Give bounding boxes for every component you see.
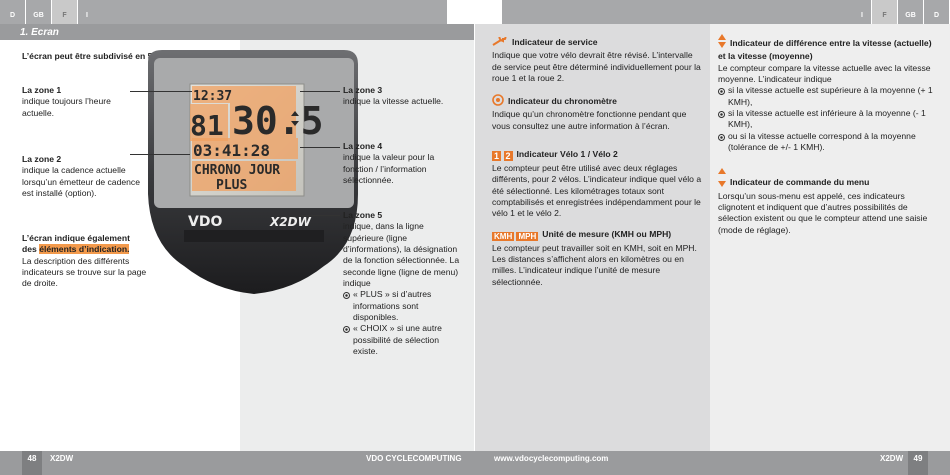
service-text: Indique que votre vélo devrait être révi…: [492, 50, 701, 84]
indicators-title-highlight: éléments d’indication.: [39, 244, 130, 255]
menu-title: Indicateur de commande du menu: [730, 177, 870, 188]
leader-zone3: [300, 91, 340, 92]
device-speed: 30.5: [232, 99, 324, 143]
speed-diff-text: Le compteur compare la vitesse actuelle …: [718, 62, 931, 85]
lang-tab-d-right[interactable]: D: [924, 0, 950, 24]
speed-diff-indicator: Indicateur de différence entre la vitess…: [718, 34, 940, 153]
menu-text: Lorsqu’un sous-menu est appelé, ces indi…: [718, 190, 928, 235]
right-panel-2: [710, 24, 950, 451]
zone3-text: indique la vitesse actuelle.: [343, 96, 444, 107]
bike-2-icon: 2: [503, 151, 513, 161]
kmh-icon: KMH: [492, 232, 515, 241]
intro-text: L’écran peut être subdivisé en 5 zones :: [22, 51, 185, 61]
bike-title: Indicateur Vélo 1 / Vélo 2: [516, 149, 618, 159]
right-panel-1: [475, 24, 710, 451]
device-time: 12:37: [193, 89, 232, 104]
menu-up-arrow-icon: [718, 166, 940, 177]
zone2-desc: La zone 2 indique la cadence actuelle lo…: [22, 154, 147, 199]
unit-title: Unité de mesure (KMH ou MPH): [542, 229, 672, 239]
speed-diff-bullet-above: si la vitesse actuelle est supérieure à …: [718, 85, 940, 108]
device-cadence: 81: [190, 109, 224, 142]
indicators-note: L’écran indique également des éléments d…: [22, 233, 147, 290]
language-tabs-left: D GB F I: [0, 0, 448, 24]
device-brand: VDO: [188, 214, 222, 230]
zone5-title: La zone 5: [343, 210, 383, 220]
zone4-title: La zone 4: [343, 141, 383, 151]
indicators-title-b: des: [22, 244, 37, 255]
zone5-bullet-plus: « PLUS » si d’autres informations sont d…: [343, 289, 463, 323]
chrono-indicator: Indicateur du chronomètre Indique qu’un …: [492, 94, 702, 132]
zone2-text: indique la cadence actuelle lorsqu’un ém…: [22, 165, 141, 199]
service-indicator: Indicateur de service Indique que votre …: [492, 33, 702, 84]
lang-tab-f-right[interactable]: F: [872, 0, 898, 24]
zone1-text: indique toujours l’heure actuelle.: [22, 96, 111, 118]
top-header: D GB F I I F GB D: [0, 0, 950, 24]
zone3-title: La zone 3: [343, 85, 383, 95]
bike-1-2-icon: 1 2: [492, 151, 513, 163]
section-title: 1. Ecran: [0, 24, 474, 40]
device-svg: 12:37 81 30.5 03:41:28 CHRONO JOUR PLUS …: [148, 50, 358, 294]
leader-zone4: [300, 147, 340, 148]
chrono-text: Indique qu’un chronomètre fonctionne pen…: [492, 109, 687, 131]
leader-zone5: [300, 215, 340, 216]
indicators-text: La description des différents indicateur…: [22, 255, 147, 289]
kmh-mph-icon: KMH MPH: [492, 232, 539, 243]
speed-diff-title: Indicateur de différence entre la vitess…: [718, 38, 932, 62]
footer-brand: VDO CYCLECOMPUTING: [366, 454, 462, 463]
stopwatch-icon: [492, 94, 504, 109]
page-number-left: 48: [27, 454, 37, 463]
device-sub: PLUS: [216, 178, 247, 193]
page-number-right-box: [908, 451, 928, 475]
unit-text: Le compteur peut travailler soit en KMH,…: [492, 242, 697, 287]
wrench-icon: [492, 33, 508, 50]
bike-indicator: 1 2 Indicateur Vélo 1 / Vélo 2 Le compte…: [492, 149, 702, 220]
zone3-desc: La zone 3 indique la vitesse actuelle.: [343, 85, 463, 108]
leader-zone1: [130, 91, 192, 92]
footer-model-right: X2DW: [880, 454, 904, 463]
footer-bar: 48 X2DW VDO CYCLECOMPUTING www.vdocyclec…: [0, 451, 950, 475]
zone5-text: indique, dans la ligne supérieure (ligne…: [343, 221, 460, 289]
device-model: X2DW: [269, 215, 312, 229]
service-title: Indicateur de service: [512, 37, 598, 47]
zone5-desc: La zone 5 indique, dans la ligne supérie…: [343, 210, 463, 357]
footer-model-left: X2DW: [50, 454, 74, 463]
unit-indicator: KMH MPH Unité de mesure (KMH ou MPH) Le …: [492, 229, 702, 288]
zone2-title: La zone 2: [22, 154, 62, 164]
leader-zone2: [130, 154, 190, 155]
lang-tab-i[interactable]: I: [78, 0, 448, 24]
device-func-value: 03:41:28: [193, 141, 270, 160]
lang-tab-d[interactable]: D: [0, 0, 26, 24]
mph-icon: MPH: [516, 232, 539, 241]
indicators-title-a: L’écran indique également: [22, 233, 130, 243]
footer-url[interactable]: www.vdocyclecomputing.com: [494, 454, 609, 463]
zone4-desc: La zone 4 indique la valeur pour la fonc…: [343, 141, 463, 186]
zone1-desc: La zone 1 indique toujours l’heure actue…: [22, 85, 132, 119]
menu-down-arrow-icon: [718, 179, 726, 190]
lang-tab-i-right[interactable]: I: [502, 0, 872, 24]
language-tabs-right: I F GB D: [502, 0, 950, 24]
page-number-left-box: [22, 451, 42, 475]
page-number-right: 49: [913, 454, 923, 463]
speed-diff-bullet-equal: ou si la vitesse actuelle correspond à l…: [718, 131, 940, 154]
device-func-name: CHRONO JOUR: [194, 163, 280, 178]
zone1-title: La zone 1: [22, 85, 62, 95]
menu-indicator: Indicateur de commande du menu Lorsqu’un…: [718, 166, 940, 236]
zone5-bullet-choix: « CHOIX » si une autre possibilité de sé…: [343, 323, 463, 357]
speed-diff-bullet-below: si la vitesse actuelle est inférieure à …: [718, 108, 940, 131]
lang-tab-gb[interactable]: GB: [26, 0, 52, 24]
lang-tab-gb-right[interactable]: GB: [898, 0, 924, 24]
bike-text: Le compteur peut être utilisé avec deux …: [492, 162, 702, 219]
zone4-text: indique la valeur pour la fonction / l’i…: [343, 152, 435, 186]
cycle-computer-illustration: 12:37 81 30.5 03:41:28 CHRONO JOUR PLUS …: [144, 44, 364, 304]
lang-tab-f[interactable]: F: [52, 0, 78, 24]
up-down-arrows-icon: [718, 34, 726, 51]
bike-1-icon: 1: [492, 151, 502, 161]
chrono-title: Indicateur du chronomètre: [508, 96, 617, 106]
